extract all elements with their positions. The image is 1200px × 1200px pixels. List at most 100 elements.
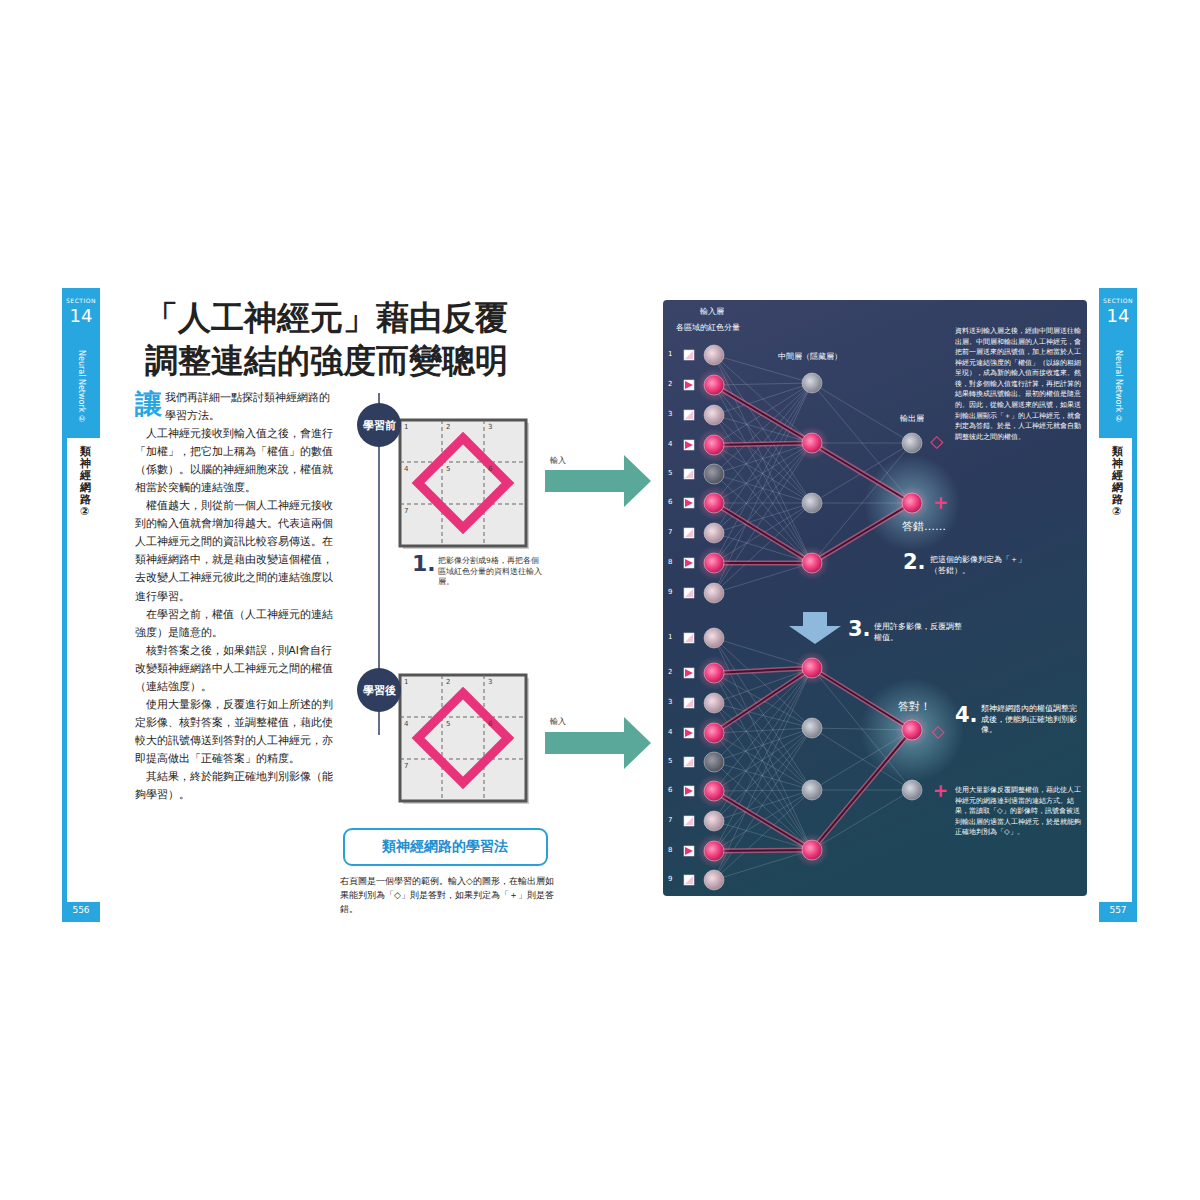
row-number: 8 xyxy=(668,558,672,566)
region-icon xyxy=(684,558,694,568)
neuron xyxy=(704,405,724,425)
page-number-box xyxy=(1099,902,1137,922)
neuron xyxy=(704,583,724,603)
neuron xyxy=(704,523,724,543)
row-number: 2 xyxy=(668,668,672,676)
row-number: 5 xyxy=(668,757,672,765)
body-paragraph: 讓我們再詳細一點探討類神經網路的學習方法。 xyxy=(135,388,338,424)
section-heading-box: 類神經網路的學習法 xyxy=(343,828,548,866)
weight-line xyxy=(714,762,812,850)
grid-number: 5 xyxy=(446,465,450,473)
strong-weight-line xyxy=(812,503,912,563)
region-icon xyxy=(685,529,693,537)
input-grid xyxy=(400,420,529,549)
strong-weight-line xyxy=(714,385,812,443)
section-strip xyxy=(62,438,67,908)
region-icon xyxy=(684,698,694,708)
node-text: 學習後 xyxy=(363,683,396,698)
neuron xyxy=(802,553,822,573)
strong-weight-line xyxy=(714,791,812,850)
step-arrow xyxy=(789,612,841,644)
page-title: 「人工神經元」藉由反覆調整連結的強度而變聰明 xyxy=(145,297,518,383)
region-icon xyxy=(685,470,693,478)
region-icon xyxy=(684,757,694,767)
region-icon xyxy=(684,528,694,538)
neuron-glow xyxy=(697,716,731,750)
grid-number: 5 xyxy=(446,720,450,728)
neuron xyxy=(704,464,724,484)
neuron-glow xyxy=(795,833,829,867)
section-tab: SECTION14Neural Network ② xyxy=(1099,288,1137,438)
neuron xyxy=(704,628,724,648)
row-number: 4 xyxy=(668,728,672,736)
row-number: 6 xyxy=(668,498,672,506)
row-number: 2 xyxy=(668,380,672,388)
region-icon xyxy=(685,634,693,642)
weight-line xyxy=(812,730,912,790)
neuron xyxy=(902,780,922,800)
region-icon xyxy=(685,817,693,825)
section-word: SECTION xyxy=(62,297,100,304)
grid-number: 7 xyxy=(404,762,408,770)
region-icon xyxy=(685,381,693,389)
neuron xyxy=(704,723,724,743)
node-text: 類神經網路的學習法 xyxy=(382,838,508,856)
region-icon xyxy=(684,410,694,420)
region-icon xyxy=(685,559,693,567)
strong-weight-line xyxy=(812,668,912,730)
step-note: 把這個的影像判定為「＋」（答錯）。 xyxy=(930,555,1035,576)
body-paragraph: 在學習之前，權值（人工神經元的連結強度）是隨意的。 xyxy=(135,605,338,641)
neuron-glow xyxy=(895,486,929,520)
step-note: 把影像分割成9格，再把各個區域紅色分量的資料送往輸入層。 xyxy=(438,556,546,588)
weight-line xyxy=(714,668,812,762)
callout-number: 3. xyxy=(848,617,871,641)
strong-weight-line xyxy=(812,503,912,563)
neuron xyxy=(802,373,822,393)
neuron-glow xyxy=(697,546,731,580)
region-icon xyxy=(684,786,694,796)
weight-line xyxy=(714,383,812,563)
region-icon xyxy=(684,668,694,678)
region-icon xyxy=(685,441,693,449)
neuron xyxy=(802,433,822,453)
body-column: 讓我們再詳細一點探討類神經網路的學習方法。人工神經元接收到輸入值之後，會進行「加… xyxy=(135,388,338,803)
step-note: 類神經網路內的權值調整完成後，便能夠正確地判別影像。 xyxy=(981,704,1077,736)
layer-note: 各區域的紅色分量 xyxy=(676,323,740,333)
weight-line xyxy=(812,730,912,850)
weight-line xyxy=(812,790,912,850)
body-paragraph: 其結果，終於能夠正確地判別影像（能夠學習）。 xyxy=(135,767,338,803)
output-symbol: ＋ xyxy=(930,776,951,804)
network-panel xyxy=(663,300,1087,896)
neuron-glow xyxy=(697,368,731,402)
section-tab: SECTION14Neural Network ② xyxy=(62,288,100,438)
output-symbol: ◇ xyxy=(930,431,943,451)
neuron xyxy=(902,493,922,513)
region-icon xyxy=(684,469,694,479)
region-icon xyxy=(685,847,693,855)
weight-line xyxy=(714,503,812,563)
region-icon xyxy=(684,380,694,390)
neuron-glow xyxy=(795,651,829,685)
weight-line xyxy=(714,355,812,443)
row-number: 3 xyxy=(668,698,672,706)
page-number: 557 xyxy=(1099,905,1137,915)
strong-weight-line xyxy=(714,503,812,563)
region-icon xyxy=(685,787,693,795)
neuron xyxy=(704,345,724,365)
input-arrow xyxy=(545,455,651,507)
neuron-glow xyxy=(795,426,829,460)
neural-network xyxy=(684,345,929,890)
region-icon xyxy=(684,816,694,826)
row-number: 3 xyxy=(668,410,672,418)
strong-weight-line xyxy=(812,730,912,850)
layer-name: 輸出層 xyxy=(900,414,924,424)
output-symbol: ◇ xyxy=(931,721,944,741)
weight-line xyxy=(714,503,812,563)
neuron xyxy=(802,780,822,800)
neuron-glow xyxy=(697,774,731,808)
result-text: 答對！ xyxy=(898,699,931,714)
neuron xyxy=(704,841,724,861)
node-text: 學習前 xyxy=(363,418,396,433)
row-number: 1 xyxy=(668,350,672,358)
region-icon xyxy=(685,669,693,677)
